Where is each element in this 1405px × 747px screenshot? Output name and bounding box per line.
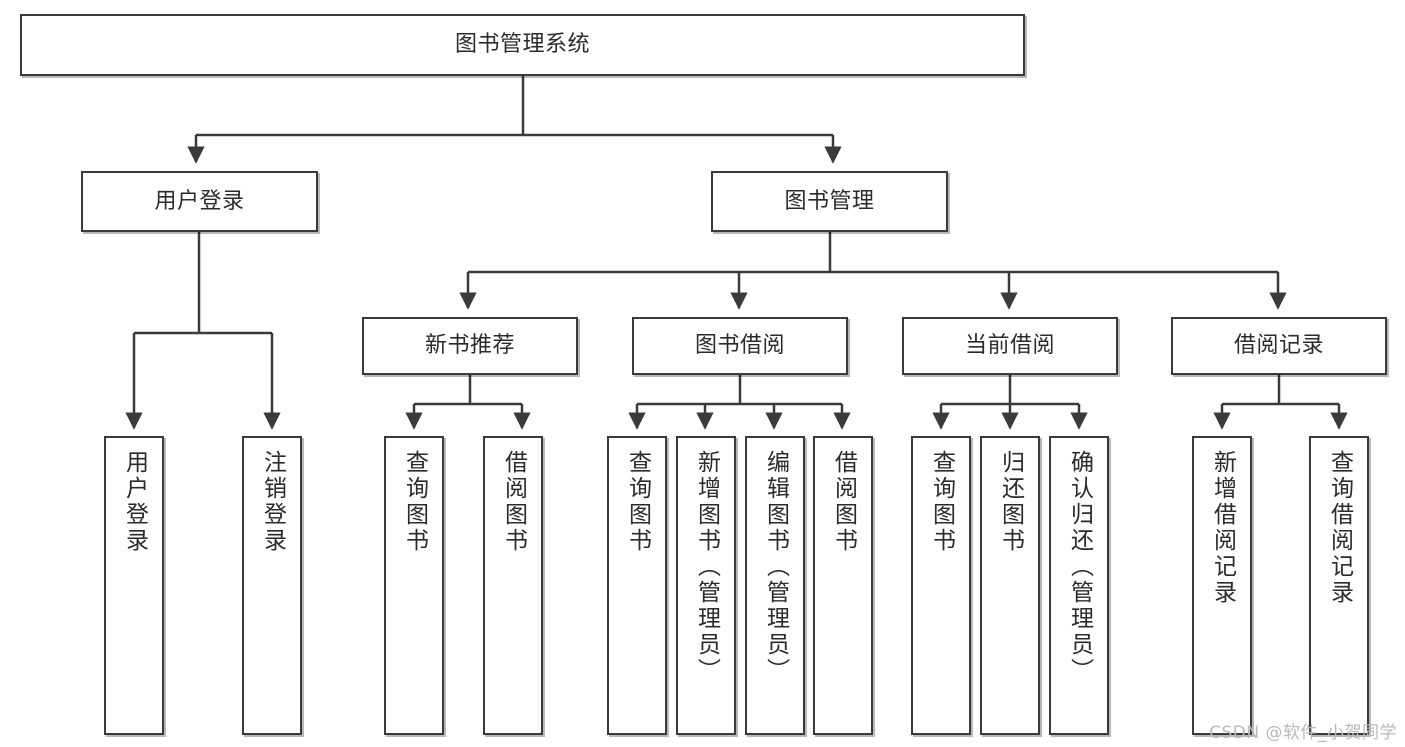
leaf-add-borrow-record-label: 新增借阅记录 bbox=[1209, 450, 1236, 606]
leaf-borrow-book-label: 借阅图书 bbox=[830, 450, 857, 554]
leaf-query-book-recommend-label: 查询图书 bbox=[401, 450, 428, 554]
leaf-confirm-return-admin[interactable]: 确认归还（管理员） bbox=[1049, 436, 1109, 735]
node-root-label: 图书管理系统 bbox=[454, 32, 590, 58]
node-new-book-recommend-label: 新书推荐 bbox=[424, 333, 515, 359]
node-book-management-label: 图书管理 bbox=[784, 188, 875, 214]
leaf-borrow-book-recommend[interactable]: 借阅图书 bbox=[483, 436, 543, 735]
leaf-logout[interactable]: 注销登录 bbox=[242, 436, 302, 735]
leaf-user-login[interactable]: 用户登录 bbox=[104, 436, 164, 735]
leaf-edit-book-admin[interactable]: 编辑图书（管理员） bbox=[745, 436, 805, 735]
node-root[interactable]: 图书管理系统 bbox=[20, 14, 1025, 76]
node-book-borrow[interactable]: 图书借阅 bbox=[632, 317, 848, 375]
leaf-query-book-borrow-label: 查询图书 bbox=[624, 450, 651, 554]
node-current-borrow-label: 当前借阅 bbox=[964, 333, 1055, 359]
node-user-login[interactable]: 用户登录 bbox=[81, 171, 318, 232]
leaf-query-book-current-label: 查询图书 bbox=[928, 450, 955, 554]
leaf-borrow-book[interactable]: 借阅图书 bbox=[813, 436, 873, 735]
node-user-login-label: 用户登录 bbox=[154, 188, 245, 214]
leaf-user-login-label: 用户登录 bbox=[121, 450, 148, 554]
leaf-return-book[interactable]: 归还图书 bbox=[980, 436, 1040, 735]
leaf-query-book-current[interactable]: 查询图书 bbox=[911, 436, 971, 735]
leaf-add-book-admin[interactable]: 新增图书（管理员） bbox=[676, 436, 736, 735]
leaf-query-borrow-record[interactable]: 查询借阅记录 bbox=[1309, 436, 1369, 735]
leaf-logout-label: 注销登录 bbox=[259, 450, 286, 554]
leaf-edit-book-admin-label: 编辑图书（管理员） bbox=[762, 450, 789, 684]
leaf-borrow-book-recommend-label: 借阅图书 bbox=[500, 450, 527, 554]
node-borrow-record[interactable]: 借阅记录 bbox=[1171, 317, 1387, 375]
leaf-confirm-return-admin-label: 确认归还（管理员） bbox=[1066, 450, 1093, 684]
node-current-borrow[interactable]: 当前借阅 bbox=[902, 317, 1118, 375]
leaf-return-book-label: 归还图书 bbox=[997, 450, 1024, 554]
leaf-add-borrow-record[interactable]: 新增借阅记录 bbox=[1192, 436, 1252, 735]
leaf-query-book-recommend[interactable]: 查询图书 bbox=[384, 436, 444, 735]
node-borrow-record-label: 借阅记录 bbox=[1233, 333, 1324, 359]
node-book-management[interactable]: 图书管理 bbox=[711, 171, 948, 232]
node-book-borrow-label: 图书借阅 bbox=[694, 333, 785, 359]
leaf-add-book-admin-label: 新增图书（管理员） bbox=[693, 450, 720, 684]
node-new-book-recommend[interactable]: 新书推荐 bbox=[362, 317, 578, 375]
leaf-query-borrow-record-label: 查询借阅记录 bbox=[1326, 450, 1353, 606]
leaf-query-book-borrow[interactable]: 查询图书 bbox=[607, 436, 667, 735]
